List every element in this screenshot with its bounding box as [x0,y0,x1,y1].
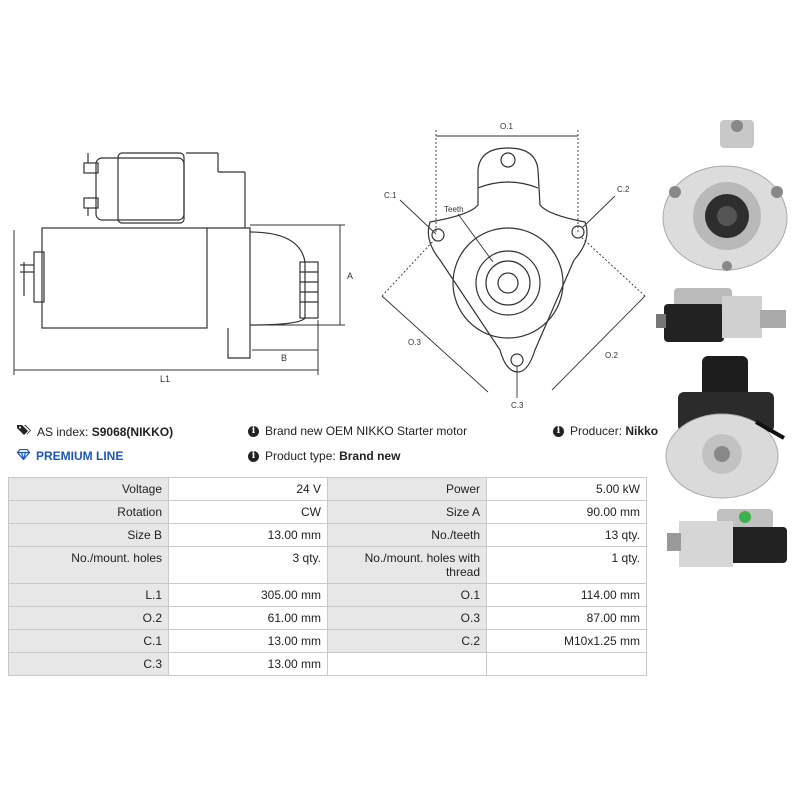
dim-label-a: A [347,271,353,281]
spec-value: 90.00 mm [486,500,647,524]
table-row: Voltage 24 V Power 5.00 kW [8,477,647,501]
technical-drawings: L1 B A O.1 C.1 C.2 Teeth O.3 O.2 C.3 [13,122,646,410]
spec-value: 13 qty. [486,523,647,547]
info-icon: i [248,425,259,437]
spec-value: 13.00 mm [168,629,328,653]
dim-label-c1: C.1 [384,191,397,200]
table-row: L.1 305.00 mm O.1 114.00 mm [8,583,647,607]
spec-label: Size A [327,500,487,524]
producer-line: i Producer: Nikko [553,424,658,438]
spec-label-empty [327,652,487,676]
product-type-label: Product type: [265,449,336,463]
dim-label-c3: C.3 [511,401,524,410]
product-type-line: i Product type: Brand new [248,449,400,463]
spec-value: M10x1.25 mm [486,629,647,653]
table-row: No./mount. holes 3 qty. No./mount. holes… [8,546,647,584]
as-index-line: AS index: S9068(NIKKO) [17,424,173,439]
dim-label-o3: O.3 [408,338,421,347]
spec-label: No./mount. holes [8,546,169,584]
info-icon: i [553,425,564,437]
product-type-value: Brand new [339,449,401,463]
spec-label: C.1 [8,629,169,653]
spec-label: Rotation [8,500,169,524]
spec-label: Size B [8,523,169,547]
spec-label: O.1 [327,583,487,607]
spec-value: 1 qty. [486,546,647,584]
spec-value: 87.00 mm [486,606,647,630]
side-view-dimensions [13,224,345,375]
spec-value: 3 qty. [168,546,328,584]
spec-label: C.2 [327,629,487,653]
spec-label: C.3 [8,652,169,676]
info-icon: i [248,450,259,462]
photo-rear-view [660,352,788,502]
spec-label: O.3 [327,606,487,630]
producer-value: Nikko [625,424,659,438]
side-view-drawing [20,152,319,359]
spec-label: L.1 [8,583,169,607]
diamond-icon [16,448,31,463]
dim-label-o2: O.2 [605,351,618,360]
tags-icon [17,424,31,439]
spec-value: 5.00 kW [486,477,647,501]
brand-text: Brand new OEM NIKKO Starter motor [265,424,468,438]
spec-value: 13.00 mm [168,652,328,676]
as-index-label: AS index: [37,424,89,439]
premium-line-label: PREMIUM LINE [36,449,124,463]
front-view-drawing [427,147,588,373]
table-row: C.1 13.00 mm C.2 M10x1.25 mm [8,629,647,653]
spec-label: O.2 [8,606,169,630]
premium-line-badge: PREMIUM LINE [16,448,124,463]
producer-label: Producer: [570,424,623,438]
brand-line: i Brand new OEM NIKKO Starter motor [248,424,467,438]
spec-value: CW [168,500,328,524]
spec-value: 24 V [168,477,328,501]
dim-label-c2: C.2 [617,185,630,194]
photo-front-view [655,112,790,274]
spec-table: Voltage 24 V Power 5.00 kW Rotation CW S… [8,477,647,676]
spec-label: Power [327,477,487,501]
front-view-dimensions [381,130,646,398]
table-row: Size B 13.00 mm No./teeth 13 qty. [8,523,647,547]
spec-label: Voltage [8,477,169,501]
spec-value: 305.00 mm [168,583,328,607]
table-row: O.2 61.00 mm O.3 87.00 mm [8,606,647,630]
spec-label: No./teeth [327,523,487,547]
dim-label-b: B [281,353,287,363]
spec-label: No./mount. holes with thread [327,546,487,584]
as-index-value: S9068(NIKKO) [91,424,174,439]
dim-label-l1: L1 [160,374,170,384]
dim-label-teeth: Teeth [444,205,464,214]
spec-value: 13.00 mm [168,523,328,547]
spec-value-empty [486,652,647,676]
spec-value: 61.00 mm [168,606,328,630]
photo-side-view-2 [665,503,795,573]
table-row: C.3 13.00 mm [8,652,647,676]
photo-side-view [648,278,796,348]
spec-value: 114.00 mm [486,583,647,607]
dim-label-o1: O.1 [500,122,513,131]
table-row: Rotation CW Size A 90.00 mm [8,500,647,524]
